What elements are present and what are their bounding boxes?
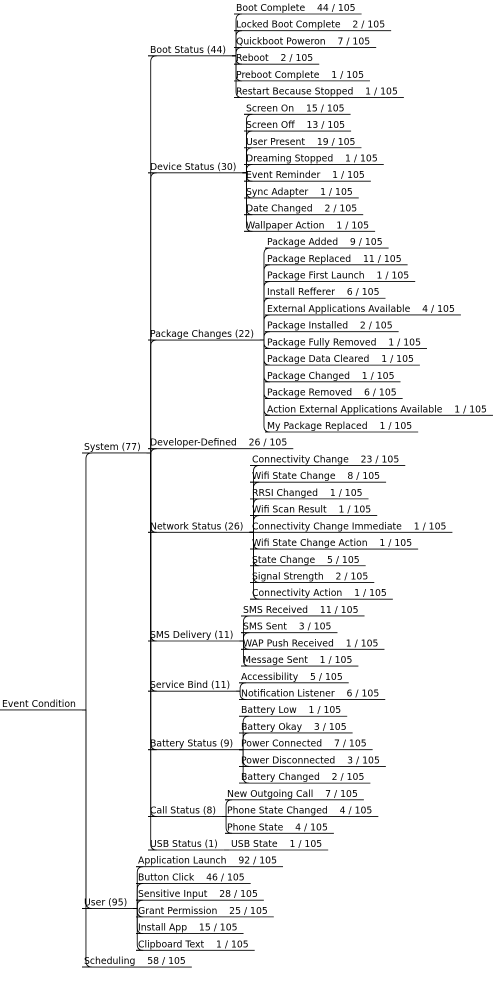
leaf-node-developer-defined-26-105: Developer-Defined 26 / 105 [150,438,287,449]
edge-package-changes [146,339,157,454]
leaf-node-application-launch-92-105: Application Launch 92 / 105 [138,856,277,867]
edge-device-status [146,172,157,454]
leaf-node-screen-off-13-105: Screen Off 13 / 105 [246,120,345,131]
root-node: Event Condition [2,699,76,710]
leaf-node-power-disconnected-3-105: Power Disconnected 3 / 105 [241,755,380,766]
leaf-node-phone-state-changed-4-105: Phone State Changed 4 / 105 [227,806,372,817]
leaf-node-event-reminder-1-105: Event Reminder 1 / 105 [246,170,365,181]
category-node-system: System (77) [84,442,141,453]
edge-system [81,452,92,711]
leaf-node-wifi-state-change-8-105: Wifi State Change 8 / 105 [252,471,380,482]
leaf-node-package-removed-6-105: Package Removed 6 / 105 [267,388,397,399]
leaf-node-date-changed-2-105: Date Changed 2 / 105 [246,204,357,215]
group-node-device-status: Device Status (30) [150,162,236,173]
leaf-node-battery-changed-2-105: Battery Changed 2 / 105 [241,772,364,783]
edge-usb-status [146,452,157,851]
leaf-node-sync-adapter-1-105: Sync Adapter 1 / 105 [246,187,353,198]
group-node-package-changes: Package Changes (22) [150,329,254,340]
leaf-node-connectivity-change-immediate-1-105: Connectivity Change Immediate 1 / 105 [252,521,446,532]
leaf-node-package-installed-2-105: Package Installed 2 / 105 [267,321,393,332]
leaf-node-install-app-15-105: Install App 15 / 105 [138,923,238,934]
leaf-node-clipboard-text-1-105: Clipboard Text 1 / 105 [138,939,249,950]
leaf-node-notification-listener-6-105: Notification Listener 6 / 105 [241,689,379,700]
edge-sms-delivery [146,452,157,642]
leaf-node-wallpaper-action-1-105: Wallpaper Action 1 / 105 [246,220,369,231]
category-node-scheduling-58-105: Scheduling 58 / 105 [84,956,186,967]
group-node-service-bind: Service Bind (11) [150,680,230,691]
leaf-node-package-fully-removed-1-105: Package Fully Removed 1 / 105 [267,337,421,348]
leaf-node-user-present-19-105: User Present 19 / 105 [246,137,356,148]
leaf-node-package-data-cleared-1-105: Package Data Cleared 1 / 105 [267,354,414,365]
tree-nodes: Event Condition System (77) Boot Status (4… [0,3,493,968]
leaf-node-preboot-complete-1-105: Preboot Complete 1 / 105 [236,70,364,81]
edge-service-bind [146,452,157,692]
leaf-node-accessibility-5-105: Accessibility 5 / 105 [241,672,343,683]
group-node-usb-status: USB Status (1) [150,839,218,850]
leaf-node-grant-permission-25-105: Grant Permission 25 / 105 [138,906,268,917]
leaf-node-rrsi-changed-1-105: RRSI Changed 1 / 105 [252,488,363,499]
leaf-node-state-change-5-105: State Change 5 / 105 [252,555,360,566]
leaf-node-power-connected-7-105: Power Connected 7 / 105 [241,739,367,750]
leaf-node-package-changed-1-105: Package Changed 1 / 105 [267,371,395,382]
group-node-sms-delivery: SMS Delivery (11) [150,630,233,641]
leaf-node-connectivity-action-1-105: Connectivity Action 1 / 105 [252,588,387,599]
leaf-node-boot-complete-44-105: Boot Complete 44 / 105 [236,3,356,14]
group-node-battery-status: Battery Status (9) [150,739,233,750]
leaf-node-usb-state-1-105: USB State 1 / 105 [231,839,322,850]
edge-boot-status [146,55,157,454]
edge-scheduling-58-105 [81,709,92,968]
leaf-node-reboot-2-105: Reboot 2 / 105 [236,53,313,64]
leaf-node-install-refferer-6-105: Install Refferer 6 / 105 [267,287,380,298]
leaf-node-restart-because-stopped-1-105: Restart Because Stopped 1 / 105 [236,87,398,98]
leaf-node-package-added-9-105: Package Added 9 / 105 [267,237,383,248]
leaf-node-message-sent-1-105: Message Sent 1 / 105 [243,655,352,666]
leaf-node-wifi-state-change-action-1-105: Wifi State Change Action 1 / 105 [252,538,412,549]
leaf-node-quickboot-poweron-7-105: Quickboot Poweron 7 / 105 [236,36,370,47]
leaf-node-dreaming-stopped-1-105: Dreaming Stopped 1 / 105 [246,153,378,164]
leaf-node-signal-strength-2-105: Signal Strength 2 / 105 [252,571,368,582]
leaf-node-screen-on-15-105: Screen On 15 / 105 [246,103,345,114]
leaf-node-locked-boot-complete-2-105: Locked Boot Complete 2 / 105 [236,20,385,31]
edge-battery-status [146,452,157,751]
leaf-node-button-click-46-105: Button Click 46 / 105 [138,872,245,883]
leaf-node-new-outgoing-call-7-105: New Outgoing Call 7 / 105 [227,789,358,800]
leaf-node-package-first-launch-1-105: Package First Launch 1 / 105 [267,271,409,282]
edge-user [81,709,92,909]
leaf-node-wifi-scan-result-1-105: Wifi Scan Result 1 / 105 [252,505,371,516]
leaf-node-phone-state-4-105: Phone State 4 / 105 [227,822,328,833]
category-node-user: User (95) [84,898,127,909]
leaf-node-sms-received-11-105: SMS Received 11 / 105 [243,605,359,616]
leaf-node-my-package-replaced-1-105: My Package Replaced 1 / 105 [267,421,412,432]
leaf-node-action-external-applications-available-1-105: Action External Applications Available 1… [267,404,487,415]
group-node-network-status: Network Status (26) [150,521,243,532]
edge-developer-defined-26-105 [146,448,157,455]
group-node-call-status: Call Status (8) [150,806,216,817]
leaf-node-battery-okay-3-105: Battery Okay 3 / 105 [241,722,347,733]
leaf-node-battery-low-1-105: Battery Low 1 / 105 [241,705,341,716]
leaf-node-package-replaced-11-105: Package Replaced 11 / 105 [267,254,402,265]
leaf-node-wap-push-received-1-105: WAP Push Received 1 / 105 [243,638,379,649]
leaf-node-sms-sent-3-105: SMS Sent 3 / 105 [243,622,332,633]
leaf-node-external-applications-available-4-105: External Applications Available 4 / 105 [267,304,455,315]
leaf-node-sensitive-input-28-105: Sensitive Input 28 / 105 [138,889,258,900]
leaf-node-connectivity-change-23-105: Connectivity Change 23 / 105 [252,454,399,465]
group-node-boot-status: Boot Status (44) [150,45,226,56]
